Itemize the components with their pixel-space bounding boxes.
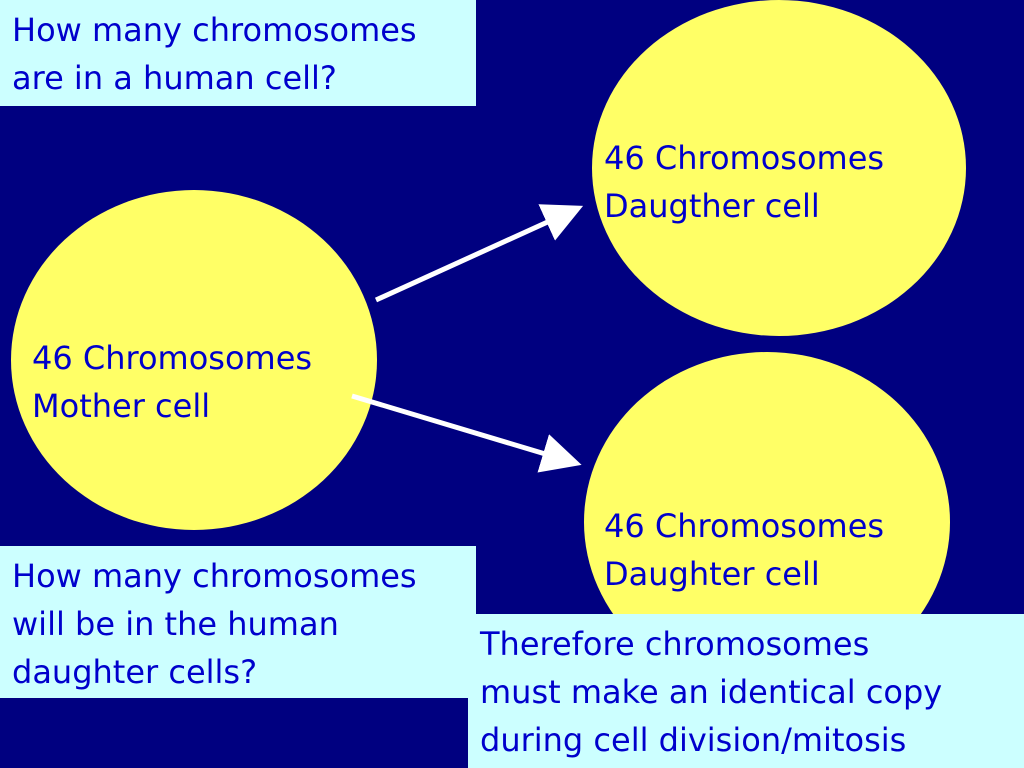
daughter-cell-top	[592, 0, 966, 336]
conclusion-line-2: must make an identical copy	[480, 673, 943, 711]
arrow-to-bottom-daughter	[351, 393, 582, 473]
conclusion-line-1: Therefore chromosomes	[480, 625, 870, 663]
daughter-cell-top-label: 46 Chromosomes Daugther cell	[604, 134, 884, 230]
arrow-to-top-daughter	[374, 204, 584, 303]
question-box-bottom: How many chromosomes will be in the huma…	[0, 546, 476, 698]
daughter-cell-bottom-count: 46 Chromosomes	[604, 507, 885, 545]
mother-cell	[11, 190, 377, 530]
daughter-cell-bottom-label: 46 Chromosomes Daughter cell	[604, 502, 884, 598]
question-top-line-2: are in a human cell?	[12, 59, 337, 97]
mother-cell-name: Mother cell	[32, 387, 211, 425]
conclusion-line-3: during cell division/mitosis	[480, 721, 907, 759]
conclusion-box: Therefore chromosomes must make an ident…	[468, 614, 1024, 768]
question-bottom-line-3: daughter cells?	[12, 653, 258, 691]
question-bottom-line-2: will be in the human	[12, 605, 339, 643]
daughter-cell-top-count: 46 Chromosomes	[604, 139, 885, 177]
daughter-cell-bottom-name: Daughter cell	[604, 555, 820, 593]
daughter-cell-top-name: Daugther cell	[604, 187, 820, 225]
mother-cell-label: 46 Chromosomes Mother cell	[32, 334, 312, 430]
question-box-top: How many chromosomes are in a human cell…	[0, 0, 476, 106]
question-bottom-line-1: How many chromosomes	[12, 557, 417, 595]
question-top-line-1: How many chromosomes	[12, 11, 417, 49]
mother-cell-count: 46 Chromosomes	[32, 339, 313, 377]
